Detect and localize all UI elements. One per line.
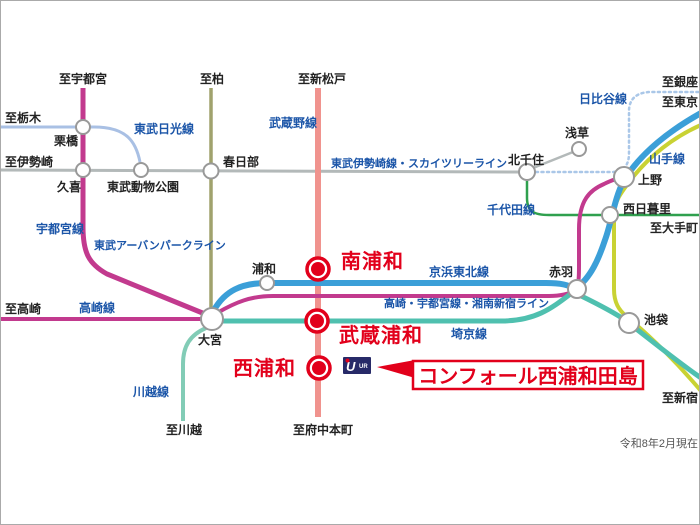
- callout-box: [411, 359, 645, 391]
- station-kuki-label: 久喜: [57, 179, 81, 194]
- nishi-urawa-dot: [312, 361, 326, 375]
- station-kasukabe-marker: [202, 162, 220, 180]
- musashi-urawa-dot: [310, 314, 324, 328]
- station-kurihashi-label: 栗橋: [54, 133, 79, 148]
- station-tobu-dobutsu-koen-marker: [133, 162, 149, 178]
- highlight-nishi-urawa-label: 西浦和: [233, 356, 296, 380]
- station-kasukabe-label: 春日部: [222, 154, 259, 169]
- line-tobu-urban-park-label: 東武アーバンパークライン: [94, 238, 226, 252]
- station-urawa-label: 浦和: [252, 261, 276, 276]
- highlight-musashi-urawa-marker: [304, 308, 330, 334]
- dest-kashiwa-label: 至柏: [200, 71, 224, 86]
- line-tobu-nikko-label: 東武日光線: [134, 121, 194, 136]
- station-tobu-dobutsu-koen-label: 東武動物公園: [107, 179, 179, 194]
- ur-logo-u-glyph: U: [346, 359, 356, 374]
- station-asakusa-marker: [571, 141, 587, 157]
- line-chiyoda: [525, 181, 699, 217]
- dest-shinjuku-label: 至新宿: [662, 390, 698, 405]
- station-akabane-marker: [567, 279, 587, 299]
- line-keihin-tohoku-label: 京浜東北線: [429, 264, 489, 279]
- line-shonan-shinjuku: [215, 176, 624, 315]
- line-saikyo-label: 埼京線: [451, 326, 487, 341]
- line-utsunomiya: [80, 88, 206, 317]
- station-nishi-nippori-label: 西日暮里: [623, 201, 671, 216]
- line-musashino-label: 武蔵野線: [269, 115, 317, 130]
- station-ueno-label: 上野: [638, 172, 662, 187]
- line-utsunomiya-label: 宇都宮線: [36, 221, 84, 236]
- dest-takasaki-label: 至高崎: [5, 301, 41, 316]
- station-akabane-label: 赤羽: [549, 264, 573, 279]
- line-asakusa-branch: [532, 150, 574, 170]
- station-kuki-marker: [75, 162, 91, 178]
- minami-urawa-dot: [311, 262, 325, 276]
- ur-logo-background: [343, 357, 371, 374]
- station-ueno-marker: [613, 166, 635, 188]
- dest-fuchu-hommachi-label: 至府中本町: [293, 422, 353, 437]
- line-yamanote-label: 山手線: [649, 151, 685, 166]
- station-urawa-marker: [259, 275, 275, 291]
- ur-logo: U UR: [343, 357, 371, 374]
- station-kita-senju-label: 北千住: [508, 152, 544, 167]
- property-callout: コンフォール西浦和田島: [377, 359, 645, 391]
- dest-otemachi-label: 至大手町: [650, 220, 698, 235]
- dest-isesaki-label: 至伊勢崎: [5, 154, 53, 169]
- callout-arrow: [377, 360, 415, 378]
- dest-tokyo-label: 至東京: [662, 94, 698, 109]
- dest-tochigi-label: 至栃木: [5, 110, 42, 125]
- line-chiyoda-label: 千代田線: [487, 202, 535, 217]
- line-kawagoe: [181, 326, 207, 421]
- line-saikyo: [222, 289, 699, 380]
- station-asakusa-label: 浅草: [565, 125, 589, 140]
- dest-ginza-label: 至銀座: [662, 74, 698, 89]
- line-takasaki-label: 高崎線: [79, 300, 115, 315]
- footnote-date: 令和8年2月現在: [620, 436, 698, 450]
- highlight-minami-urawa-label: 南浦和: [341, 249, 404, 273]
- ur-logo-ur-text: UR: [359, 364, 368, 370]
- station-kurihashi-marker: [75, 119, 91, 135]
- dest-kawagoe-label: 至川越: [166, 422, 203, 437]
- line-tobu-nikko: [1, 125, 142, 163]
- station-kita-senju-marker: [518, 163, 536, 181]
- station-omiya-label: 大宮: [198, 332, 222, 347]
- line-tobu-isesaki-label: 東武伊勢崎線・スカイツリーライン: [331, 156, 507, 170]
- station-omiya-marker: [200, 307, 224, 331]
- station-ikebukuro-marker: [618, 312, 640, 334]
- station-ikebukuro-label: 池袋: [644, 312, 669, 327]
- line-kawagoe-label: 川越線: [132, 384, 169, 399]
- highlight-musashi-urawa-label: 武蔵浦和: [339, 323, 423, 347]
- highlight-nishi-urawa-marker: [306, 355, 332, 381]
- ur-logo-red-dot: [345, 358, 350, 363]
- line-hibiya-label: 日比谷線: [579, 91, 627, 106]
- highlight-minami-urawa-marker: [305, 256, 331, 282]
- dest-shin-matsudo-label: 至新松戸: [298, 71, 346, 86]
- station-nishi-nippori-marker: [601, 206, 619, 224]
- line-shonan-shinjuku-label: 高崎・宇都宮線・湘南新宿ライン: [384, 296, 549, 310]
- dest-utsunomiya-label: 至宇都宮: [59, 71, 107, 86]
- callout-property-name: コンフォール西浦和田島: [418, 364, 637, 388]
